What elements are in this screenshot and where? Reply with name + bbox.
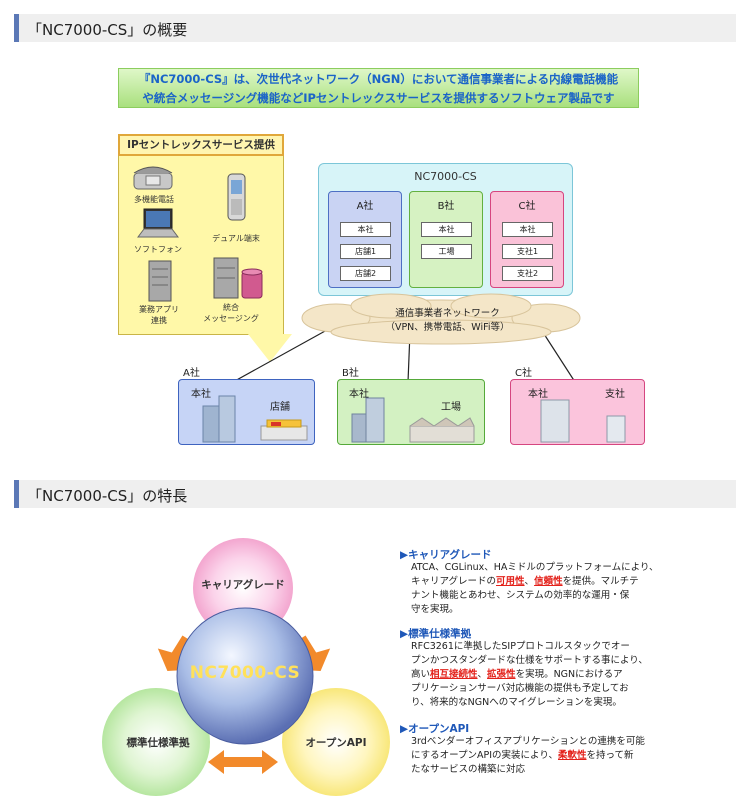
device-label-dual-terminal: デュアル端末 — [212, 234, 260, 243]
site-label: 支社 — [605, 389, 625, 400]
unit-label: 本社 — [502, 222, 553, 237]
banner-line-2: や統合メッセージング機能などIPセントレックスサービスを提供するソフトウェア製品… — [142, 91, 615, 105]
chevron-right-icon: ▶ — [400, 723, 409, 735]
site-c-box: 本社 支社 — [510, 379, 645, 445]
desk-phone-icon — [133, 166, 173, 190]
building-icon — [540, 399, 626, 443]
diagram-label-left: 標準仕様準拠 — [126, 737, 190, 749]
chevron-right-icon: ▶ — [400, 549, 409, 561]
company-b-name: B社 — [437, 201, 455, 212]
server-icon — [148, 260, 172, 302]
section-header-overview: 「NC7000-CS」の概要 — [14, 14, 736, 42]
unit-label: 支社1 — [502, 244, 553, 259]
laptop-icon — [137, 208, 179, 238]
factory-icon — [351, 397, 475, 443]
feature-body-carrier-grade: ATCA、CGLinux、HAミドルのプラットフォームにより、 キャリアグレード… — [411, 562, 659, 615]
site-b-name: B社 — [342, 368, 359, 379]
section-header-features: 「NC7000-CS」の特長 — [14, 480, 736, 508]
summary-banner: 『NC7000-CS』は、次世代ネットワーク（NGN）において通信事業者による内… — [118, 68, 639, 108]
features-diagram — [102, 538, 390, 796]
mobile-phone-icon — [227, 173, 246, 221]
site-a-name: A社 — [183, 368, 200, 379]
feature-title-open-api: ▶オープンAPI — [400, 723, 470, 735]
unit-label: 店舗2 — [340, 266, 391, 281]
company-c-name: C社 — [518, 201, 536, 212]
feature-body-open-api: 3rdベンダーオフィスアプリケーションとの連携を可能 にするオープンAPIの実装… — [411, 736, 645, 775]
section-title: 「NC7000-CS」の概要 — [27, 21, 188, 39]
device-label-multi-phone: 多機能電話 — [134, 195, 174, 204]
site-a-box: 本社 店舗 — [178, 379, 315, 445]
company-b-box: B社 本社 工場 — [409, 191, 483, 288]
site-label: 本社 — [528, 389, 548, 400]
company-a-box: A社 本社 店舗1 店舗2 — [328, 191, 402, 288]
carrier-network-label: 通信事業者ネットワーク （VPN、携帯電話、WiFi等） — [385, 308, 510, 333]
site-label: 工場 — [441, 402, 461, 413]
device-label-softphone: ソフトフォン — [134, 245, 182, 254]
site-label: 店舗 — [270, 402, 290, 413]
building-icon — [202, 395, 308, 443]
ip-service-title: IPセントレックスサービス提供 — [118, 134, 284, 156]
chevron-right-icon: ▶ — [400, 628, 409, 640]
site-b-box: 本社 工場 — [337, 379, 485, 445]
diagram-label-top: キャリアグレード — [201, 579, 285, 591]
unit-label: 本社 — [421, 222, 472, 237]
unit-label: 店舗1 — [340, 244, 391, 259]
company-c-box: C社 本社 支社1 支社2 — [490, 191, 564, 288]
banner-line-1: 『NC7000-CS』は、次世代ネットワーク（NGN）において通信事業者による内… — [138, 72, 619, 86]
callout-pointer — [248, 334, 292, 362]
diagram-center-label: NC7000-CS — [189, 663, 301, 683]
section-title: 「NC7000-CS」の特長 — [27, 487, 188, 505]
device-label-unified-messaging: 統合 メッセージング — [203, 303, 259, 323]
site-label: 本社 — [191, 389, 211, 400]
carrier-network-cloud — [301, 293, 581, 345]
site-c-name: C社 — [515, 368, 532, 379]
site-label: 本社 — [349, 389, 369, 400]
nc7000-cs-title: NC7000-CS — [414, 170, 477, 183]
feature-title-standards: ▶標準仕様準拠 — [400, 628, 472, 640]
unit-label: 本社 — [340, 222, 391, 237]
messaging-server-icon — [213, 257, 263, 299]
unit-label: 工場 — [421, 244, 472, 259]
diagram-label-right: オープンAPI — [305, 737, 367, 749]
device-label-business-app: 業務アプリ 連携 — [139, 305, 179, 325]
unit-label: 支社2 — [502, 266, 553, 281]
feature-title-carrier-grade: ▶キャリアグレード — [400, 549, 492, 561]
company-a-name: A社 — [356, 201, 374, 212]
feature-body-standards: RFC3261に準拠したSIPプロトコルスタックでオー プンかつスタンダードな仕… — [411, 641, 648, 708]
